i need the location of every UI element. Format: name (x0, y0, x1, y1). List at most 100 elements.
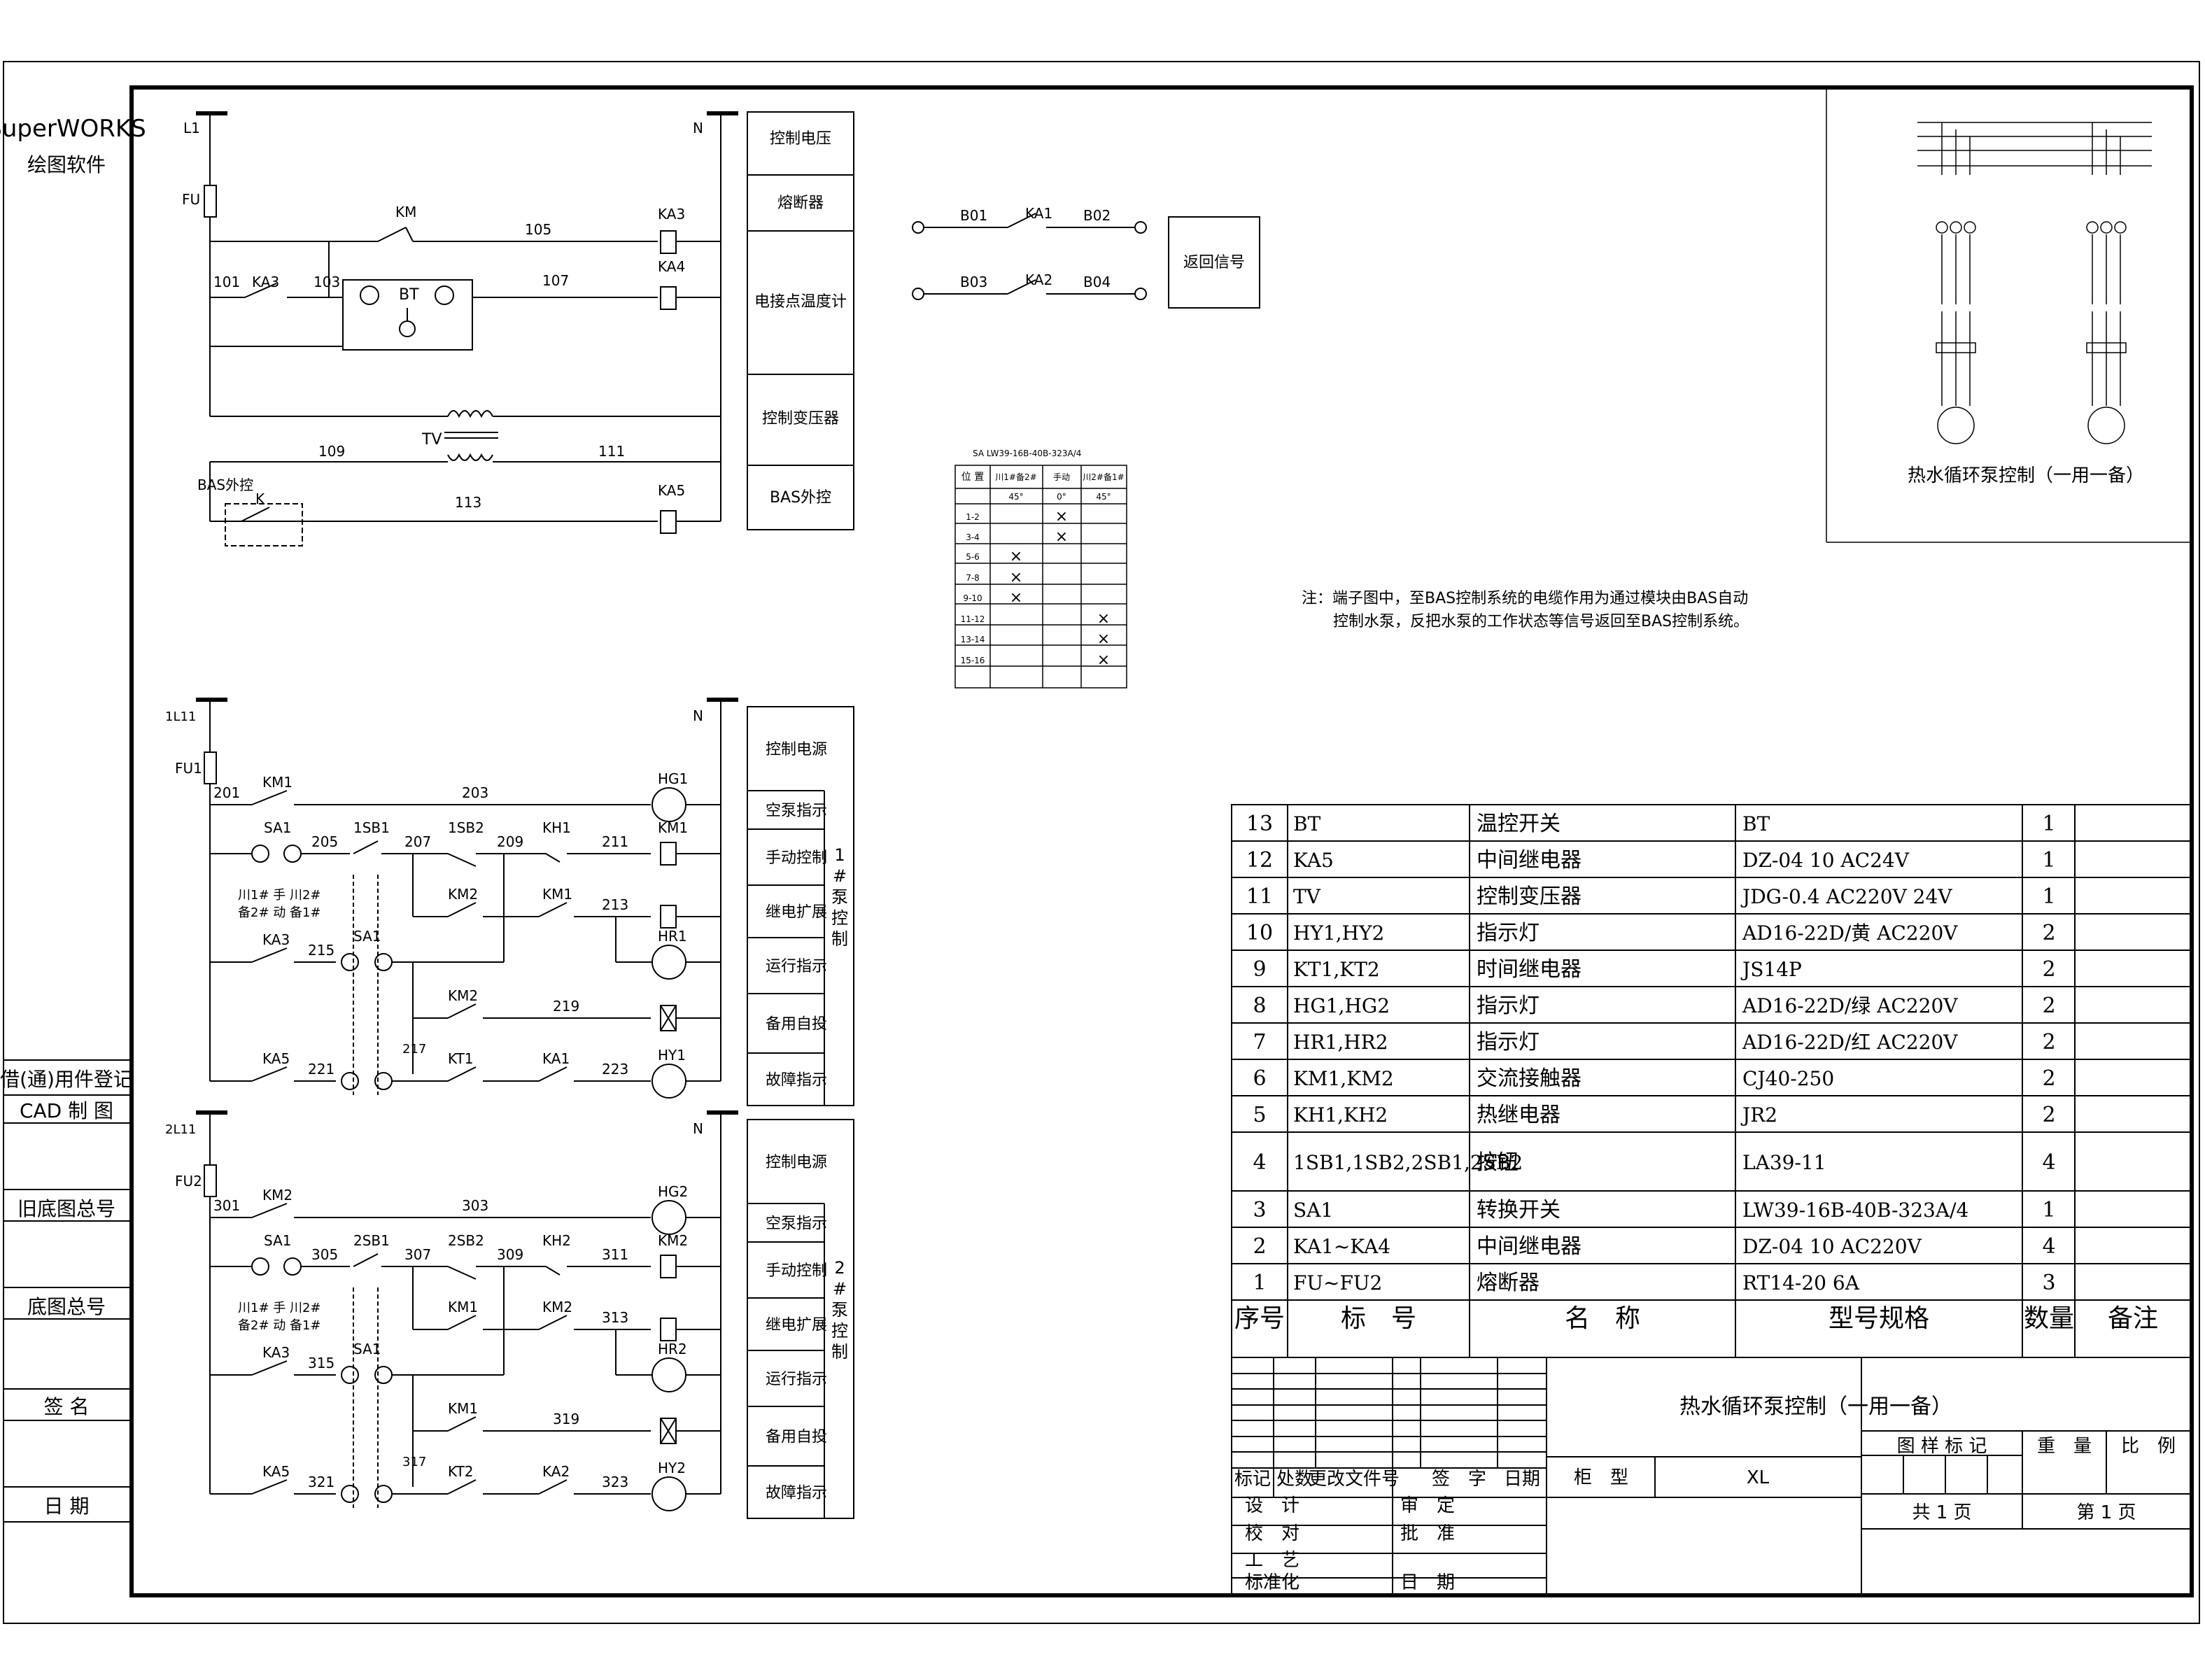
side-label: 2 (834, 1258, 845, 1278)
sa-terminal (251, 845, 269, 863)
sa-terminal (341, 1366, 359, 1384)
thumb-terminal (2100, 221, 2113, 234)
bom-cell: JR2 (1740, 1103, 1777, 1127)
supply-label: 1L11 (165, 710, 196, 724)
component-label: 1SB1 (353, 819, 390, 836)
bom-cell: 6 (1253, 1066, 1266, 1091)
switch-angle: 45° (1096, 492, 1111, 502)
component-label: KT2 (448, 1463, 474, 1480)
cabinet-label: 柜 型 (1574, 1467, 1628, 1488)
wire-label: 109 (318, 443, 345, 460)
mark-label: 图 样 标 记 (1897, 1436, 1987, 1457)
bom-cell: 1 (2042, 1198, 2055, 1222)
software-name: SuperWORKS (0, 115, 146, 143)
bom-cell: 1 (2042, 848, 2055, 873)
bom-cell: FU~FU2 (1293, 1271, 1382, 1294)
switch-contact-label: 13-14 (961, 635, 985, 644)
indicator-lamp (651, 787, 686, 822)
wire-label: 215 (308, 942, 334, 959)
bom-cell: CJ40-250 (1742, 1067, 1834, 1090)
role-label: 工 艺 (1245, 1550, 1299, 1571)
sa-terminal (283, 845, 302, 863)
km-label: KM (395, 204, 416, 220)
bom-cell: 10 (1246, 921, 1273, 945)
bom-cell: 交流接触器 (1477, 1066, 1581, 1091)
block-label: 电接点温度计 (754, 293, 847, 311)
contact (251, 1360, 288, 1376)
wire-label: 311 (602, 1246, 628, 1263)
switch-table-header: 手动 (1053, 472, 1070, 482)
left-panel-item: CAD 制 图 (20, 1099, 113, 1122)
switch-contact-label: 7-8 (966, 573, 980, 583)
outer-border (3, 61, 2200, 1624)
thumb-terminal (2114, 221, 2127, 234)
wire-label: 305 (311, 1246, 338, 1263)
bom-cell: KA1~KA4 (1293, 1235, 1390, 1258)
contact (447, 1416, 477, 1432)
bom-header: 标 号 (1341, 1304, 1416, 1333)
upper-control-circuit: L1 FU N KM 105 KA3 101 KA3 103 BT 107 (182, 111, 854, 546)
bom-cell: 2 (2042, 1103, 2055, 1127)
block-label: 备用自投 (766, 1016, 827, 1033)
wire-label: 303 (462, 1197, 488, 1214)
bom-cell: BT (1293, 812, 1321, 835)
side-label: # (833, 866, 847, 886)
side-label: 制 (831, 929, 848, 949)
switch-angle: 45° (1008, 492, 1023, 502)
sa-terminal (341, 1485, 359, 1503)
sa-terminal (341, 953, 359, 971)
component-label: KM1 (262, 774, 293, 791)
bom-cell: 1 (2042, 884, 2055, 909)
overload-contact (545, 853, 561, 863)
lamp-label: HG1 (658, 770, 688, 787)
block-label: 手动控制 (766, 849, 827, 867)
component-label: KM2 (262, 1187, 293, 1203)
bom-header: 序号 (1234, 1304, 1285, 1333)
fu-label: FU (182, 191, 200, 208)
role-label: 标准化 (1245, 1572, 1299, 1593)
bom-cell: 8 (1253, 994, 1266, 1018)
left-panel-item: 签 名 (44, 1395, 90, 1418)
bom-cell: 1 (2042, 812, 2055, 836)
contact (447, 902, 477, 917)
wire-label: 107 (542, 272, 569, 289)
bt-terminal (399, 320, 416, 337)
left-panel-item: 底图总号 (27, 1295, 106, 1318)
scale-label: 比 例 (2121, 1436, 2176, 1457)
rev-header: 签 字 (1432, 1469, 1486, 1490)
pushbutton (353, 1253, 379, 1267)
switch-mark: × (1097, 610, 1110, 628)
sa-legend: 川1# 手 川2# (238, 888, 321, 903)
bom-cell: 3 (2042, 1271, 2055, 1295)
lamp-label: HY2 (658, 1460, 686, 1476)
indicator-lamp (651, 1200, 686, 1235)
relay-ka5 (660, 510, 677, 534)
bom-header: 备注 (2108, 1304, 2158, 1333)
bom-cell: 3 (1253, 1198, 1266, 1222)
bom-cell: 熔断器 (1477, 1271, 1540, 1295)
switch-mark: × (1097, 651, 1110, 669)
component-label: 2SB2 (448, 1232, 484, 1249)
block-label: 手动控制 (766, 1262, 827, 1280)
bom-cell: BT (1742, 812, 1770, 835)
bt-terminal (435, 285, 454, 305)
note-line-1: 注：端子图中，至BAS控制系统的电缆作用为通过模块由BAS自动 (1302, 590, 1748, 607)
cabinet-value: XL (1747, 1467, 1770, 1488)
fuse (204, 1164, 217, 1197)
left-panel-item: 借(通)用件登记 (0, 1068, 133, 1091)
switch-mark: × (1055, 508, 1068, 525)
left-panel: SuperWORKS 绘图软件 借(通)用件登记 CAD 制 图 旧底图总号 底… (0, 115, 146, 1523)
relay-ka4 (660, 286, 677, 310)
coil-label: KM2 (658, 1232, 688, 1249)
bom-cell: 2 (2042, 994, 2055, 1018)
bom-cell: AD16-22D/红 AC220V (1742, 1031, 1958, 1054)
bom-cell: HG1,HG2 (1293, 994, 1390, 1017)
bom-cell: 控制变压器 (1477, 884, 1581, 909)
block-label: BAS外控 (770, 489, 831, 507)
switch-mark: × (1010, 569, 1022, 586)
bom-cell: 1SB1,1SB2,2SB1,2SB2 (1293, 1151, 1523, 1174)
side-label: 泵 (831, 887, 848, 907)
component-label: KT1 (448, 1050, 474, 1067)
relay-coil (660, 905, 677, 929)
